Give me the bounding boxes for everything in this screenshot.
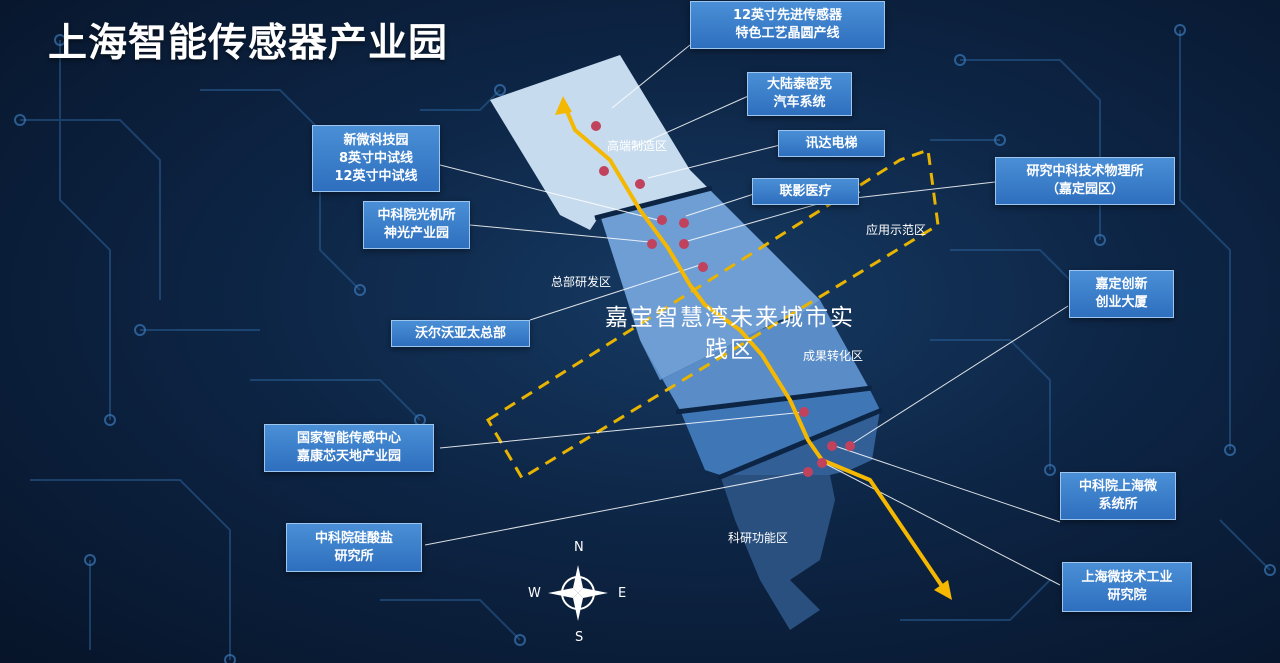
zone-label-research-function: 科研功能区 (728, 531, 789, 545)
label-box-cas-physics: 研究中科技术物理所 （嘉定园区） (995, 157, 1175, 205)
box-text: 研究所 (334, 548, 374, 564)
compass-south: S (575, 630, 584, 645)
box-text: 国家智能传感中心 (296, 431, 401, 446)
box-text: 创业大厦 (1095, 295, 1148, 310)
marker-xunda (635, 179, 645, 189)
zone-dividers (594, 185, 883, 481)
marker-jiading-innovation (845, 441, 855, 451)
label-box-xinwei: 新微科技园 8英寸中试线 12英寸中试线 (312, 125, 440, 192)
page-title: 上海智能传感器产业园 (48, 21, 449, 66)
label-box-cas-microsystem: 中科院上海微 系统所 (1060, 472, 1176, 520)
box-text: 沃尔沃亚太总部 (414, 325, 506, 341)
box-text: 研究院 (1107, 588, 1147, 603)
box-text: 中科院上海微 (1078, 479, 1157, 494)
box-text: （嘉定园区） (1045, 182, 1124, 197)
location-markers (591, 121, 855, 477)
leader-lines (424, 44, 1069, 586)
center-caption: 嘉宝智慧湾未来城市实 践区 (590, 302, 870, 366)
box-text: 8英寸中试线 (338, 150, 414, 166)
box-text: 讯达电梯 (805, 135, 858, 151)
label-box-cas-silicate: 中科院硅酸盐 研究所 (286, 523, 422, 572)
center-caption-line-1: 嘉宝智慧湾未来城市实 (605, 305, 855, 331)
box-text: 嘉康芯天地产业园 (296, 449, 401, 464)
box-text: 神光产业园 (383, 226, 449, 241)
zone-label-application-demo: 应用示范区 (866, 223, 927, 237)
circuit-nodes (14, 24, 1276, 663)
marker-sh-micro-tech (817, 458, 827, 468)
box-text: 12英寸先进传感器 (732, 8, 843, 23)
marker-xinwei (657, 215, 667, 225)
region-high-end-manufacturing (490, 55, 710, 230)
label-box-jiading-innovation: 嘉定创新 创业大厦 (1069, 270, 1174, 318)
zone-label-hq-rd: 总部研发区 (551, 275, 612, 289)
marker-continental (599, 166, 609, 176)
zone-label-achievement-transfer: 成果转化区 (803, 349, 864, 363)
box-text: 汽车系统 (773, 95, 826, 110)
region-central (640, 300, 870, 410)
label-box-cas-optics: 中科院光机所 神光产业园 (363, 201, 470, 249)
compass-east: E (618, 586, 627, 601)
marker-cas-microsystem (827, 441, 837, 451)
compass-west: W (528, 586, 541, 601)
box-text: 上海微技术工业 (1081, 570, 1173, 585)
box-text: 新微科技园 (343, 132, 409, 148)
label-box-sh-micro-tech: 上海微技术工业 研究院 (1062, 562, 1192, 612)
label-box-national-sensor: 国家智能传感中心 嘉康芯天地产业园 (264, 424, 434, 472)
box-text: 中科院光机所 (377, 208, 456, 223)
center-caption-line-2: 践区 (705, 337, 755, 363)
marker-cas-silicate (803, 467, 813, 477)
box-text: 联影医疗 (779, 183, 832, 199)
box-text: 系统所 (1098, 497, 1138, 512)
marker-national-sensor (799, 407, 809, 417)
marker-cas-physics (679, 239, 689, 249)
label-box-advanced-sensor-line: 12英寸先进传感器 特色工艺晶圆产线 (690, 1, 885, 49)
region-research-function (720, 475, 835, 630)
compass-north: N (574, 540, 584, 555)
route-line (561, 101, 950, 597)
box-text: 特色工艺晶圆产线 (735, 26, 840, 41)
marker-advanced-sensor (591, 121, 601, 131)
box-text: 大陆泰密克 (766, 77, 832, 92)
marker-cas-optics (647, 239, 657, 249)
label-box-xunda: 讯达电梯 (778, 130, 885, 157)
region-hq-rd (600, 190, 820, 380)
circuit-background (20, 30, 1271, 660)
box-text: 12英寸中试线 (334, 168, 418, 184)
region-achievement-transfer (680, 390, 880, 475)
route-arrow-head-north (555, 96, 572, 115)
box-text: 研究中科技术物理所 (1026, 164, 1144, 179)
marker-lianying (679, 218, 689, 228)
label-box-continental: 大陆泰密克 汽车系统 (747, 72, 852, 116)
route-arrow-head-south (934, 580, 952, 600)
label-box-volvo: 沃尔沃亚太总部 (391, 320, 530, 347)
box-text: 中科院硅酸盐 (314, 530, 393, 546)
zone-label-high-end-manufacturing: 高端制造区 (607, 139, 668, 153)
marker-volvo (698, 262, 708, 272)
box-text: 嘉定创新 (1095, 277, 1148, 292)
label-box-lianying: 联影医疗 (752, 178, 859, 205)
compass-rose (548, 565, 608, 621)
